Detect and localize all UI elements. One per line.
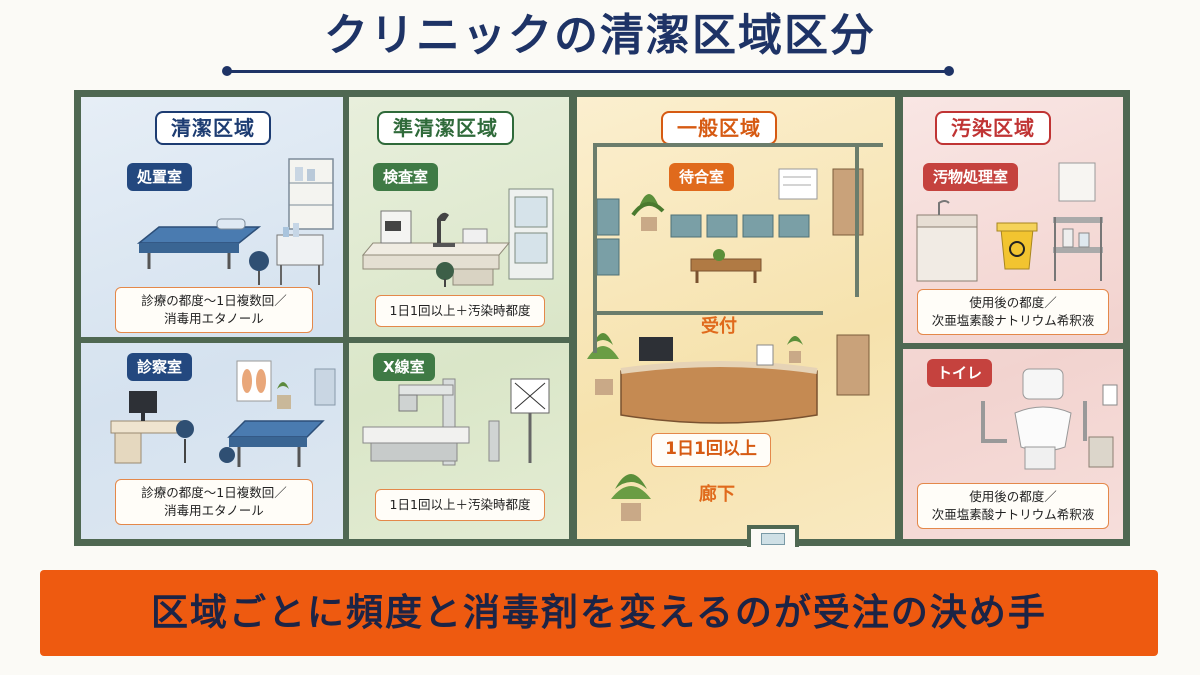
page-title: クリニックの清潔区域区分 <box>324 10 876 61</box>
wall-waiting-top <box>593 143 883 147</box>
room-tag-reception: 受付 <box>701 316 737 337</box>
note-exam-line1: 診療の都度〜1日複数回／ <box>141 485 287 500</box>
zone-contaminated-label: 汚染区域 <box>935 111 1051 145</box>
note-lab: 1日1回以上＋汚染時都度 <box>375 295 545 327</box>
wall-reception-top <box>593 311 823 315</box>
room-tag-corridor: 廊下 <box>699 484 735 505</box>
title-underline <box>222 66 954 76</box>
note-sluice: 使用後の都度／ 次亜塩素酸ナトリウム希釈液 <box>917 289 1109 335</box>
note-toilet-line1: 使用後の都度／ <box>969 489 1057 504</box>
room-tag-xray: X線室 <box>373 353 435 381</box>
zone-general: 一般区域 待合室 <box>577 97 895 539</box>
general-frequency-note: 1日1回以上 <box>651 433 771 467</box>
sluice-room-illustration <box>916 162 1103 282</box>
waiting-room-illustration <box>597 168 864 283</box>
wall-clean-semi <box>343 97 349 539</box>
note-toilet-line2: 次亜塩素酸ナトリウム希釈液 <box>931 507 1095 522</box>
wall-dirty-divider <box>903 343 1123 349</box>
zone-contaminated: 汚染区域 汚物処理室 使用後の都度／ 次亜塩素酸ナトリウム希釈液 <box>903 97 1123 539</box>
room-tag-sluice: 汚物処理室 <box>923 163 1019 191</box>
wall-waiting-right <box>855 147 859 297</box>
lab-room-illustration <box>361 188 554 287</box>
note-exam-line2: 消毒用エタノール <box>164 503 264 518</box>
room-tag-toilet: トイレ <box>927 359 993 387</box>
entrance-door <box>747 525 799 547</box>
wall-general-dirty <box>895 97 903 539</box>
zone-general-label: 一般区域 <box>661 111 777 145</box>
xray-room-illustration <box>362 378 550 466</box>
note-sluice-line1: 使用後の都度／ <box>969 295 1057 310</box>
entrance-door-glass <box>761 533 785 545</box>
reception-illustration <box>587 333 870 424</box>
room-tag-exam: 診察室 <box>127 353 193 381</box>
conclusion-banner: 区域ごとに頻度と消毒剤を変えるのが受注の決め手 <box>40 570 1158 656</box>
zone-semi-clean: 準清潔区域 検査室 1日1回以上＋汚染時都度 <box>349 97 569 539</box>
floor-plan: 清潔区域 処置室 診療の都度〜1日複数回／ 消毒用エタノール <box>74 90 1130 547</box>
room-tag-waiting: 待合室 <box>669 163 735 191</box>
note-exam: 診療の都度〜1日複数回／ 消毒用エタノール <box>115 479 313 525</box>
note-toilet: 使用後の都度／ 次亜塩素酸ナトリウム希釈液 <box>917 483 1109 529</box>
note-treatment: 診療の都度〜1日複数回／ 消毒用エタノール <box>115 287 313 333</box>
zone-clean-label: 清潔区域 <box>155 111 271 145</box>
note-sluice-line2: 次亜塩素酸ナトリウム希釈液 <box>931 313 1095 328</box>
wall-semi-general <box>569 97 577 539</box>
note-treatment-line1: 診療の都度〜1日複数回／ <box>141 293 287 308</box>
note-xray: 1日1回以上＋汚染時都度 <box>375 489 545 521</box>
zone-semi-clean-label: 準清潔区域 <box>377 111 514 145</box>
room-tag-treatment: 処置室 <box>127 163 193 191</box>
toilet-illustration <box>981 368 1118 470</box>
note-treatment-line2: 消毒用エタノール <box>164 311 264 326</box>
wall-clean-divider <box>81 337 343 343</box>
room-tag-lab: 検査室 <box>373 163 439 191</box>
corridor-plant-icon <box>611 474 651 521</box>
wall-semi-divider <box>349 337 569 343</box>
treatment-room-illustration <box>136 158 334 285</box>
exam-room-illustration <box>110 360 336 467</box>
zone-clean: 清潔区域 処置室 診療の都度〜1日複数回／ 消毒用エタノール <box>81 97 343 539</box>
wall-waiting-inner <box>593 143 597 353</box>
